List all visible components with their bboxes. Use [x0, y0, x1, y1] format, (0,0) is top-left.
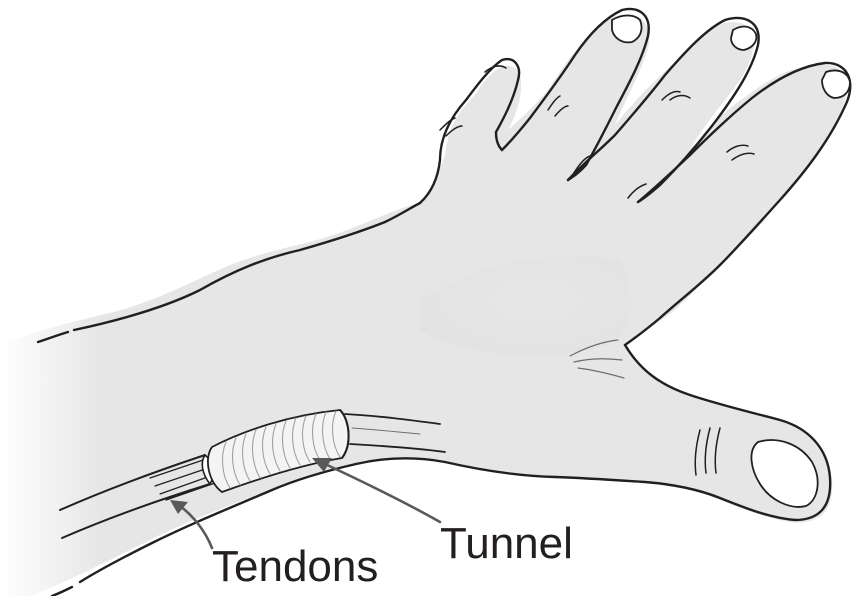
- tendons-label: Tendons: [212, 545, 378, 589]
- tunnel-label: Tunnel: [440, 522, 573, 566]
- tunnel-arrow: [312, 458, 440, 522]
